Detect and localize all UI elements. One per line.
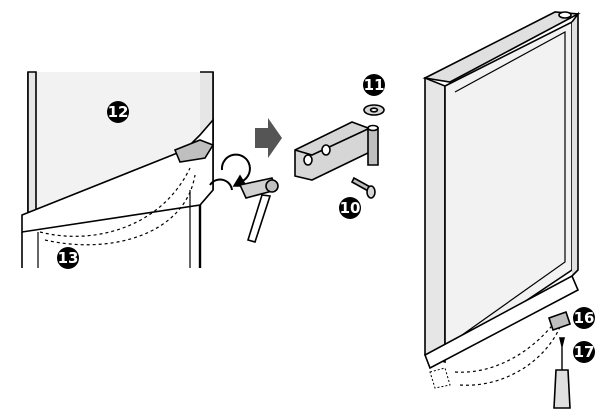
hinge-hole-1 xyxy=(303,154,313,166)
screwdriver-handle xyxy=(553,369,571,409)
door-swing-path xyxy=(39,167,191,237)
hinge-plate-front xyxy=(294,127,371,156)
door-bottom-ghost xyxy=(429,367,451,389)
hex-key-bolt xyxy=(265,179,279,193)
middle-hinge xyxy=(173,139,215,163)
callout-10-label: 10 xyxy=(340,199,361,217)
door-top-cap xyxy=(558,11,572,19)
hinge-pin xyxy=(367,127,379,166)
upper-door-edge xyxy=(27,71,37,224)
door-bottom-trim xyxy=(424,274,580,370)
callout-17: 17 xyxy=(573,341,595,363)
hinge-pin-top xyxy=(367,124,379,132)
hinge-hole-2 xyxy=(321,144,331,156)
bracket-screw-head xyxy=(366,185,376,199)
callout-12-label: 12 xyxy=(108,103,129,121)
callout-11-label: 11 xyxy=(364,76,385,94)
callout-11: 11 xyxy=(363,74,385,96)
rotate-arrow-icon xyxy=(220,153,251,183)
left-fridge-assembly xyxy=(21,71,279,268)
washer-hole xyxy=(369,107,379,113)
door-panel-inner xyxy=(454,30,566,341)
callout-12: 12 xyxy=(107,101,129,123)
right-door-assembly xyxy=(422,11,581,409)
hinge-bracket-assembly xyxy=(294,104,385,199)
door-swing-path-2 xyxy=(44,174,196,246)
callout-13-label: 13 xyxy=(58,249,79,267)
rotate-arrow-lower-icon xyxy=(209,178,233,191)
hex-key-handle xyxy=(246,194,272,243)
callout-16-label: 16 xyxy=(574,309,595,327)
door-swing-dashed xyxy=(454,314,561,373)
door-right-edge xyxy=(571,11,579,277)
callout-16: 16 xyxy=(573,307,595,329)
callout-10: 10 xyxy=(339,197,361,219)
door-swing-dashed-2 xyxy=(459,321,563,386)
hinge-plate xyxy=(294,121,371,181)
next-step-arrow-icon xyxy=(255,118,282,158)
screwdriver-tip xyxy=(558,337,566,347)
callout-17-label: 17 xyxy=(574,343,595,361)
callout-13: 13 xyxy=(57,247,79,269)
lower-hinge-pin xyxy=(547,310,572,332)
door-front xyxy=(424,76,446,364)
